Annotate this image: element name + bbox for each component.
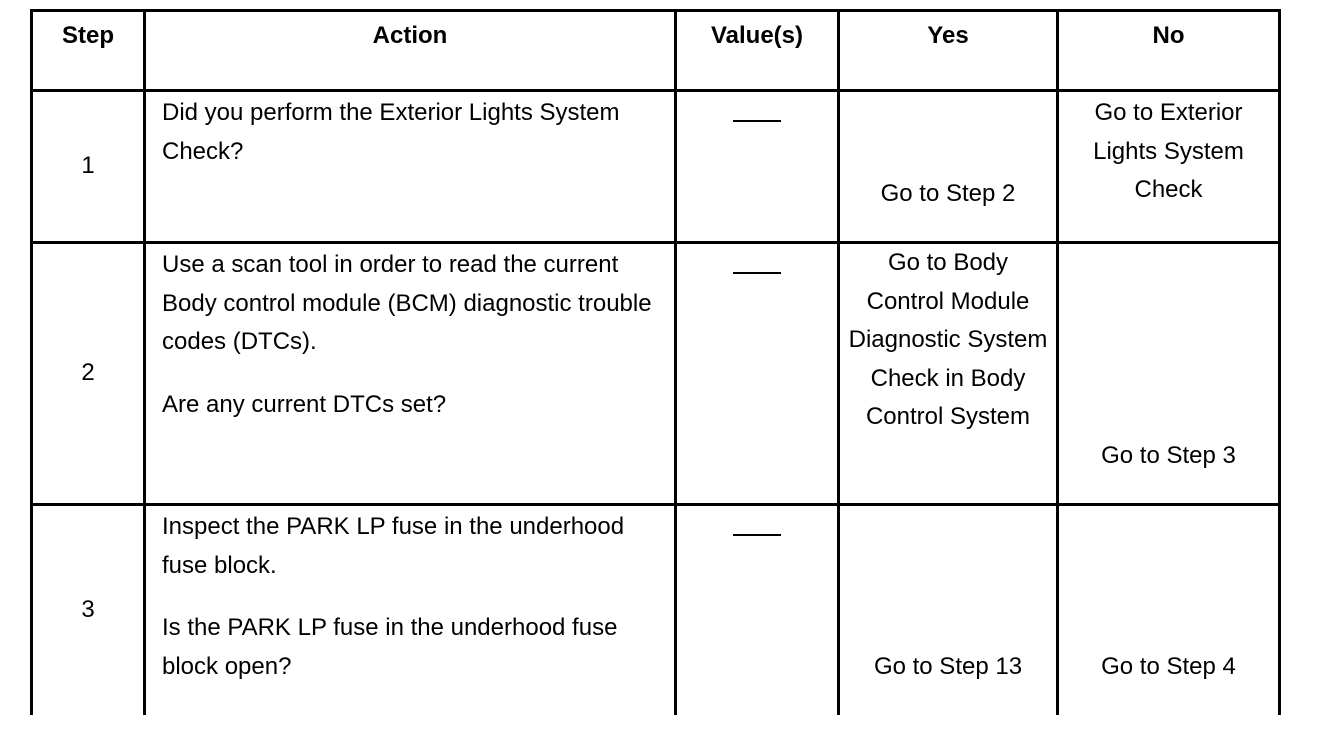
header-step: Step	[30, 9, 146, 92]
action-question: Are any current DTCs set?	[162, 390, 447, 418]
no-text: Go to Step 3	[1101, 441, 1236, 469]
no-text: Go to Step 4	[1101, 653, 1236, 680]
yes-cell: Go to Body Control Module Diagnostic Sys…	[837, 241, 1059, 506]
empty-value-dash	[733, 534, 781, 536]
yes-cell: Go to Step 13	[837, 503, 1059, 715]
step-number: 2	[30, 241, 146, 506]
header-no: No	[1056, 9, 1281, 92]
empty-value-dash	[733, 272, 781, 274]
no-text: Go to Exterior Lights System Check	[1093, 99, 1244, 203]
step-number: 1	[30, 89, 146, 244]
action-cell: Did you perform the Exterior Lights Syst…	[143, 89, 677, 244]
action-text: Inspect the PARK LP fuse in the underhoo…	[162, 513, 625, 579]
yes-text: Go to Step 13	[873, 653, 1023, 680]
no-cell: Go to Step 4	[1056, 503, 1281, 715]
header-action: Action	[143, 9, 677, 92]
table-row: 3 Inspect the PARK LP fuse in the underh…	[30, 503, 1281, 715]
no-cell: Go to Exterior Lights System Check	[1056, 89, 1281, 244]
header-values: Value(s)	[674, 9, 840, 92]
yes-cell: Go to Step 2	[837, 89, 1059, 244]
diagnostic-steps-table: Step Action Value(s) Yes No 1 Did you pe…	[30, 9, 1281, 715]
table-row: 2 Use a scan tool in order to read the c…	[30, 241, 1281, 506]
diagnostic-table: Step Action Value(s) Yes No 1 Did you pe…	[30, 9, 1281, 715]
empty-value-dash	[733, 120, 781, 122]
header-yes: Yes	[837, 9, 1059, 92]
yes-text: Go to Step 2	[880, 179, 1016, 207]
step-number: 3	[30, 503, 146, 715]
action-text: Use a scan tool in order to read the cur…	[162, 251, 652, 355]
value-cell	[674, 503, 840, 715]
action-cell: Inspect the PARK LP fuse in the underhoo…	[143, 503, 677, 715]
no-cell: Go to Step 3	[1056, 241, 1281, 506]
value-cell	[674, 89, 840, 244]
value-cell	[674, 241, 840, 506]
action-cell: Use a scan tool in order to read the cur…	[143, 241, 677, 506]
action-text: Did you perform the Exterior Lights Syst…	[162, 99, 620, 165]
header-row: Step Action Value(s) Yes No	[30, 9, 1281, 92]
yes-text: Go to Body Control Module Diagnostic Sys…	[848, 249, 1048, 430]
action-question: Is the PARK LP fuse in the underhood fus…	[162, 614, 618, 680]
table-row: 1 Did you perform the Exterior Lights Sy…	[30, 89, 1281, 244]
